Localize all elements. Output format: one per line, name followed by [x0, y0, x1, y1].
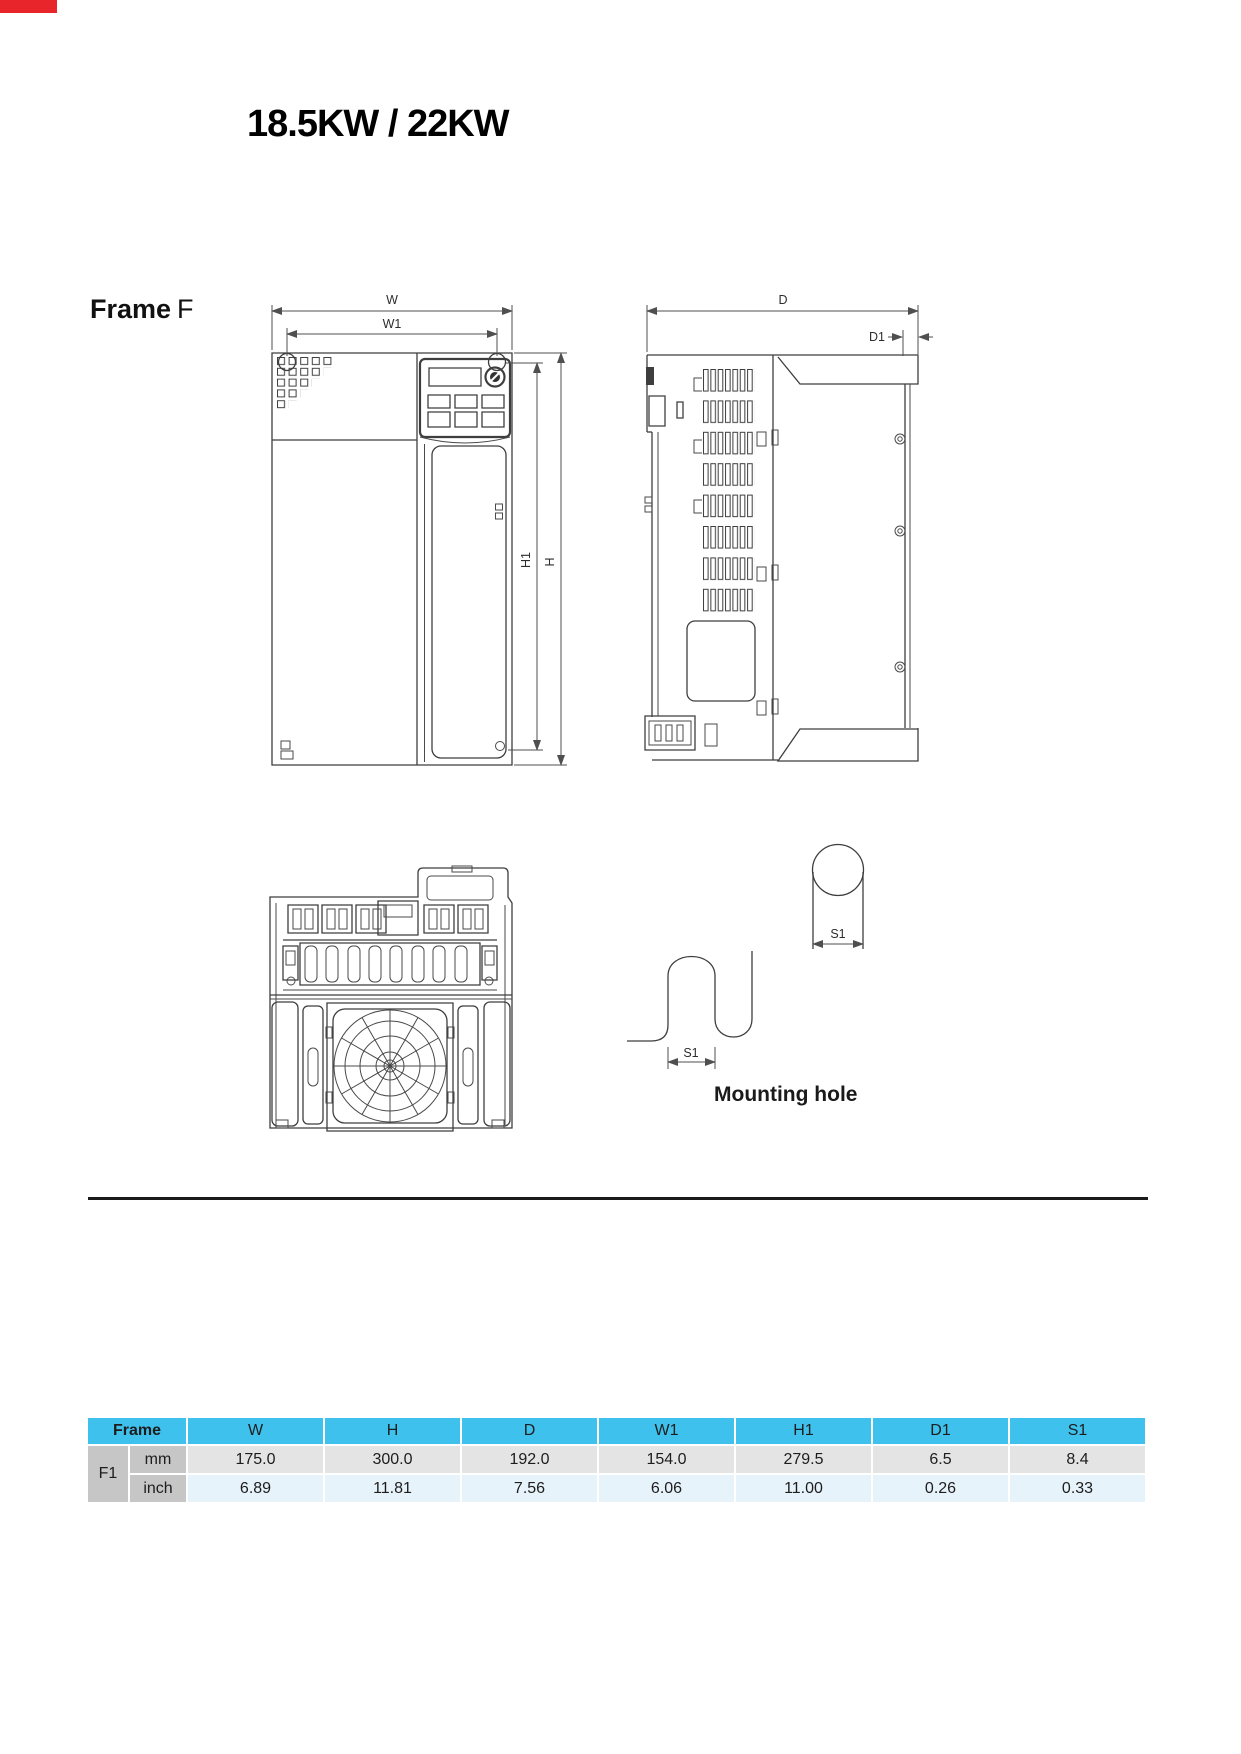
dim-label-w1: W1: [383, 317, 402, 331]
terminal-row-top: [288, 901, 488, 935]
red-marker: [0, 0, 57, 13]
cell-s1-inch: 0.33: [1010, 1475, 1145, 1502]
dim-label-d: D: [778, 293, 787, 307]
dim-label-h1: H1: [519, 552, 533, 568]
frame-label-letter: F: [177, 294, 194, 324]
keypad-display: [429, 368, 481, 386]
cell-d-mm: 192.0: [462, 1446, 597, 1473]
dimensions-table: Frame W H D W1 H1 D1 S1 F1 mm 175.0 300.…: [86, 1416, 1147, 1504]
cell-s1-mm: 8.4: [1010, 1446, 1145, 1473]
keypad: [420, 359, 510, 443]
mounting-hole-caption: Mounting hole: [714, 1083, 858, 1106]
table-header-h: H: [325, 1418, 460, 1444]
cell-w-inch: 6.89: [188, 1475, 323, 1502]
table-header-s1: S1: [1010, 1418, 1145, 1444]
cell-w-mm: 175.0: [188, 1446, 323, 1473]
front-view-drawing: [272, 353, 512, 765]
frame-id-cell: F1: [88, 1446, 128, 1502]
page-title: 18.5KW / 22KW: [247, 103, 510, 145]
table-header-d: D: [462, 1418, 597, 1444]
cell-h1-inch: 11.00: [736, 1475, 871, 1502]
table-header-d1: D1: [873, 1418, 1008, 1444]
terminal-row-bottom: [283, 943, 497, 990]
unit-cell-inch: inch: [130, 1475, 186, 1502]
table-header-w: W: [188, 1418, 323, 1444]
keypad-knob: [486, 368, 505, 387]
dim-label-h: H: [543, 557, 557, 566]
cell-w1-inch: 6.06: [599, 1475, 734, 1502]
bottom-view-drawing: [270, 866, 512, 1131]
dim-label-w: W: [386, 293, 398, 307]
unit-cell-mm: mm: [130, 1446, 186, 1473]
separator-rule: [88, 1197, 1148, 1200]
table-header-h1: H1: [736, 1418, 871, 1444]
fan-section: [272, 1002, 510, 1131]
table-header-row: Frame W H D W1 H1 D1 S1: [88, 1418, 1145, 1444]
cell-h-mm: 300.0: [325, 1446, 460, 1473]
dim-label-d1: D1: [869, 330, 885, 344]
cell-h-inch: 11.81: [325, 1475, 460, 1502]
side-view-drawing: [645, 355, 918, 761]
cell-d1-inch: 0.26: [873, 1475, 1008, 1502]
cell-d1-mm: 6.5: [873, 1446, 1008, 1473]
frame-label-bold: Frame: [90, 294, 172, 324]
cell-h1-mm: 279.5: [736, 1446, 871, 1473]
cell-d-inch: 7.56: [462, 1475, 597, 1502]
table-header-frame: Frame: [88, 1418, 186, 1444]
table-row-inch: inch 6.89 11.81 7.56 6.06 11.00 0.26 0.3…: [88, 1475, 1145, 1502]
dimension-lines: [271, 305, 933, 766]
mounting-hole-detail: [813, 845, 864, 950]
cell-w1-mm: 154.0: [599, 1446, 734, 1473]
table-header-w1: W1: [599, 1418, 734, 1444]
fan-grille: [334, 1010, 446, 1122]
dim-label-s1-slot: S1: [683, 1046, 698, 1060]
table-row-mm: F1 mm 175.0 300.0 192.0 154.0 279.5 6.5 …: [88, 1446, 1145, 1502]
dim-label-s1-hole: S1: [830, 927, 845, 941]
mounting-slot-detail: [627, 951, 752, 1069]
